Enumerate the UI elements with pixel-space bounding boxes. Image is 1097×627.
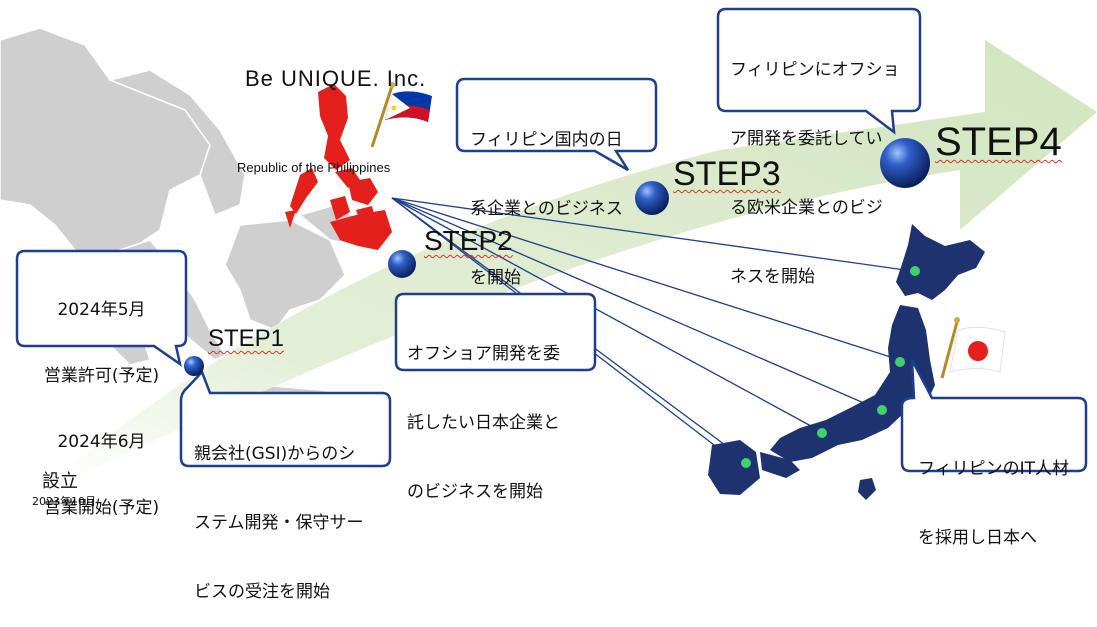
step3-box xyxy=(455,77,658,172)
japan-box xyxy=(900,359,1088,473)
license-text: 2024年5月 営業許可(予定) 2024年6月 営業開始(予定) xyxy=(43,300,160,518)
license-box xyxy=(15,249,188,367)
step2-box xyxy=(394,292,597,372)
step2-label: STEP2 xyxy=(424,225,513,256)
step2-sphere xyxy=(388,250,416,278)
step1-box xyxy=(179,369,392,468)
step4-sphere xyxy=(880,138,930,188)
founding-label: 設立 xyxy=(42,471,78,492)
philippine-flag xyxy=(370,82,432,148)
step1-sphere xyxy=(184,356,204,376)
growth-arrow xyxy=(55,40,1097,480)
step3-label: STEP3 xyxy=(673,155,781,193)
step3-sphere xyxy=(635,181,669,215)
country-label: Republic of the Philippines xyxy=(237,160,391,175)
step2-text: オフショア開発を委 託したい日本企業と のビジネスを開始 xyxy=(407,344,560,502)
background-illustration xyxy=(0,7,1097,500)
step-spheres xyxy=(184,138,930,376)
founding-date: 2023年10月 xyxy=(32,495,96,508)
company-name: Be UNIQUE. Inc. xyxy=(245,66,427,91)
step4-label: STEP4 xyxy=(935,120,1062,164)
callout-boxes xyxy=(15,7,1088,473)
step4-box xyxy=(716,7,922,135)
step3-text: フィリピン国内の日 系企業とのビジネス を開始 xyxy=(470,130,623,288)
japan-text: フィリピンのIT人材 を採用し日本へ xyxy=(918,459,1070,548)
step1-text: 親会社(GSI)からのシ ステム開発・保守サー ビスの受注を開始 xyxy=(194,444,364,602)
philippines-map xyxy=(285,84,392,250)
japan-map xyxy=(708,224,985,500)
step1-label: STEP1 xyxy=(208,325,285,352)
step4-text: フィリピンにオフショ ア開発を委託してい る欧米企業とのビジ ネスを開始 xyxy=(730,60,900,287)
japan-flag xyxy=(940,317,1006,379)
japan-city-dots xyxy=(741,266,920,468)
